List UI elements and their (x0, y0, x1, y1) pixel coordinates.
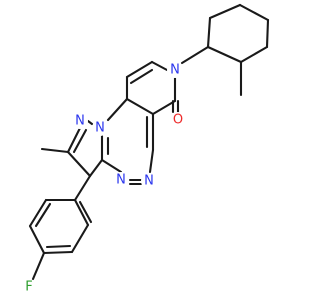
bond-c-c-double (78, 200, 93, 224)
bond-c-c (125, 60, 154, 79)
bond-c-c (73, 174, 92, 202)
atom-n-pyrazole-1: N (92, 120, 108, 136)
bond-layer (28, 3, 270, 281)
bond-c-f (31, 251, 46, 281)
bond-c-c-double (129, 68, 154, 85)
molecule-structure: N O N N N N F (21, 3, 270, 295)
bond-c-c (66, 150, 92, 178)
bond-c-c (70, 223, 90, 254)
atom-symbol: N (170, 63, 180, 78)
bond-n-n (86, 119, 94, 126)
atom-symbol: N (95, 121, 105, 136)
atom-n-triazine-4: N (113, 172, 129, 188)
bond-c-n (148, 148, 155, 174)
atom-f-fluoro: F (21, 279, 37, 295)
bond-c-c (125, 97, 155, 116)
atom-symbol: N (144, 174, 154, 189)
bond-c-c-double (34, 202, 52, 228)
bond-c-n (150, 60, 169, 72)
bond-c-c (151, 99, 177, 116)
bond-n-c (180, 45, 210, 65)
bond-n-c-double (72, 128, 88, 154)
atom-symbol: N (75, 114, 85, 129)
bond-c-n (106, 97, 129, 122)
molecule-canvas: N O N N N N F (21, 3, 270, 295)
bond-c-c (206, 16, 212, 49)
bond-c-c (42, 250, 74, 255)
bond-c-c (265, 18, 270, 49)
bond-c-c (208, 3, 242, 20)
atom-o-carbonyl: O (170, 112, 186, 128)
bond-c-c (239, 45, 269, 64)
atom-symbol: F (25, 280, 32, 295)
atom-n-triazine-3: N (141, 173, 157, 189)
bond-c-c (73, 198, 90, 227)
atom-symbol: O (173, 113, 183, 128)
bond-c-c (238, 3, 270, 22)
bond-c-c (88, 158, 104, 178)
atom-label-layer: N O N N N N F (21, 62, 186, 295)
bond-n-c (66, 126, 82, 154)
bond-c-c (206, 45, 243, 64)
atom-n-pyrazole-2: N (72, 113, 88, 129)
bond-c-c-double (45, 244, 72, 249)
atom-symbol: N (116, 173, 126, 188)
bond-c-c (28, 198, 48, 228)
bond-n-c (100, 158, 123, 174)
atom-n-pyridinone: N (167, 62, 183, 78)
bond-c-c (28, 224, 46, 255)
bond-c-methyl (40, 147, 70, 154)
